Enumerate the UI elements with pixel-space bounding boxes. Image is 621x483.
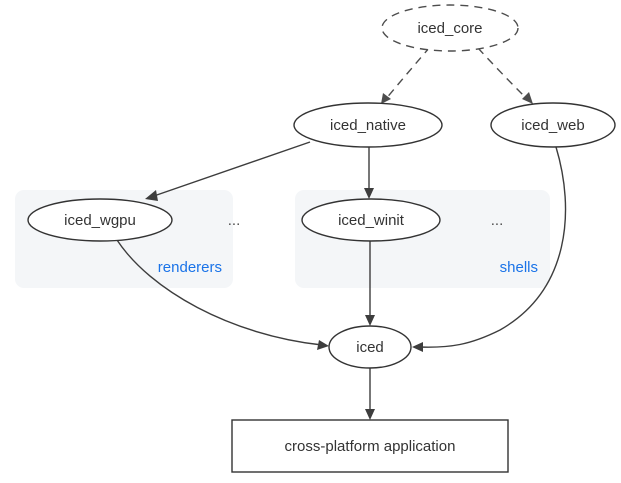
node-iced-native-shape[interactable] xyxy=(293,102,443,148)
edge-iced-to-app xyxy=(365,368,375,420)
edge-iced-native-to-iced-wgpu xyxy=(145,141,311,201)
node-cross-platform-application-shape[interactable] xyxy=(231,419,509,473)
node-iced-shape[interactable] xyxy=(328,325,412,369)
edge-iced-core-to-iced-native-arrowhead xyxy=(381,93,391,104)
edge-iced-core-to-iced-native xyxy=(381,46,431,104)
edge-iced-native-to-iced-winit xyxy=(364,147,374,199)
edge-iced-web-to-iced xyxy=(412,146,567,352)
edge-iced-winit-to-iced-arrowhead xyxy=(365,315,375,326)
node-iced[interactable]: iced xyxy=(328,325,412,369)
node-iced-winit[interactable]: iced_winit xyxy=(301,198,441,242)
edge-iced-native-to-iced-winit-arrowhead xyxy=(364,188,374,199)
edge-iced-native-to-iced-wgpu-line xyxy=(150,141,311,198)
edge-iced-wgpu-to-iced-line xyxy=(116,239,323,346)
edge-iced-web-to-iced-line xyxy=(418,146,567,348)
edge-iced-core-to-iced-web-line xyxy=(477,47,529,101)
node-iced-winit-shape[interactable] xyxy=(301,198,441,242)
node-iced-wgpu[interactable]: iced_wgpu xyxy=(27,198,173,242)
edge-iced-native-to-iced-wgpu-arrowhead xyxy=(145,190,158,201)
edge-iced-winit-to-iced xyxy=(365,241,375,326)
edge-iced-web-to-iced-arrowhead xyxy=(412,342,423,352)
cluster-renderers-label: renderers xyxy=(158,259,222,276)
renderers-more-ellipsis: ... xyxy=(228,212,241,229)
node-iced-core-label: iced_core xyxy=(417,20,482,37)
edge-iced-to-app-arrowhead xyxy=(365,409,375,420)
cluster-shells-label: shells xyxy=(500,259,538,276)
edge-iced-wgpu-to-iced xyxy=(116,239,329,350)
edge-iced-core-to-iced-native-line xyxy=(384,46,431,101)
node-iced-winit-label: iced_winit xyxy=(338,212,405,229)
node-iced-label: iced xyxy=(356,339,384,356)
node-iced-core[interactable]: iced_core xyxy=(381,4,519,52)
edge-iced-wgpu-to-iced-arrowhead xyxy=(317,340,329,350)
shells-more-ellipsis: ... xyxy=(491,212,504,229)
edge-iced-core-to-iced-web xyxy=(477,47,533,104)
node-iced-wgpu-label: iced_wgpu xyxy=(64,212,136,229)
node-iced-web[interactable]: iced_web xyxy=(490,102,616,148)
node-iced-web-shape[interactable] xyxy=(490,102,616,148)
node-iced-native-label: iced_native xyxy=(330,117,406,134)
node-iced-web-label: iced_web xyxy=(521,117,584,134)
node-iced-core-shape[interactable] xyxy=(381,4,519,52)
node-iced-wgpu-shape[interactable] xyxy=(27,198,173,242)
node-iced-native[interactable]: iced_native xyxy=(293,102,443,148)
edge-iced-core-to-iced-web-arrowhead xyxy=(522,92,533,104)
node-cross-platform-application-label: cross-platform application xyxy=(285,438,456,455)
node-cross-platform-application[interactable]: cross-platform application xyxy=(231,419,509,473)
